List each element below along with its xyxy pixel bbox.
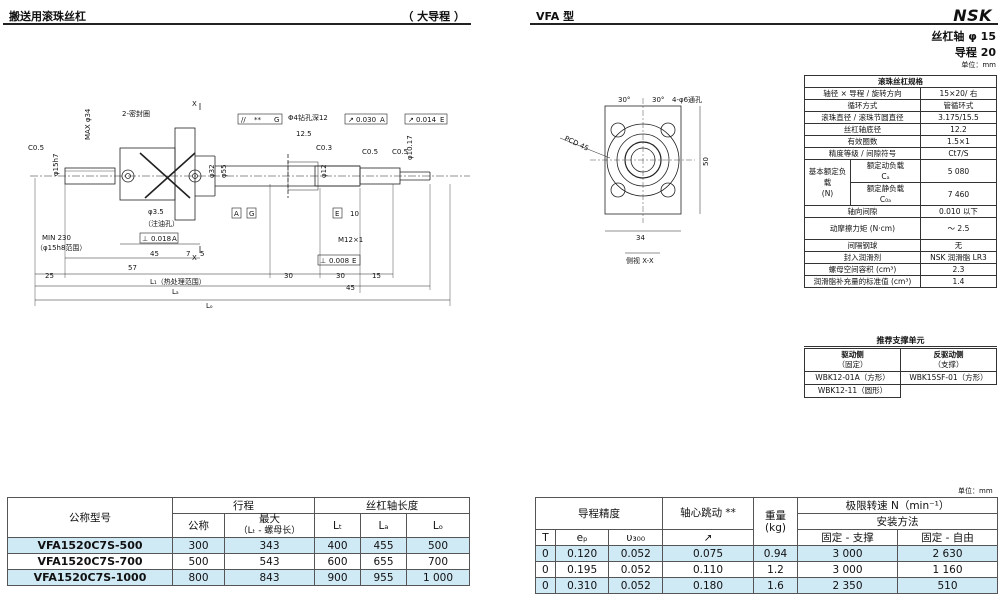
table-row: WBK12-01A（方形） WBK15SF-01（方形） xyxy=(804,371,997,385)
dim-label: 25 xyxy=(45,272,54,280)
angle-label: 30° xyxy=(618,96,630,104)
nsk-logo: NSK xyxy=(953,6,992,25)
table-row: VFA1520C7S-500 300 343 400 455 500 xyxy=(7,537,471,554)
dim-label: 12.5 xyxy=(296,130,312,138)
runout-icon: ↗ xyxy=(662,529,754,546)
table-row: 0 0.195 0.052 0.110 1.2 3 000 1 160 xyxy=(535,561,998,578)
oil-hole-dia: φ3.5 xyxy=(148,208,164,216)
gdt-symbol: ↗ xyxy=(408,116,414,124)
gdt-ref: G xyxy=(274,116,279,124)
table-row: 0 0.310 0.052 0.180 1.6 2 350 510 xyxy=(535,577,998,594)
dim-label: φ15h7 xyxy=(52,154,60,176)
thread-label: M12×1 xyxy=(338,236,363,244)
gdt-symbol: ⊥ xyxy=(320,257,326,265)
dim-label: Lₐ xyxy=(172,288,179,296)
dim-label: 7 xyxy=(186,250,190,258)
right-header-bar: VFA 型 NSK xyxy=(530,6,998,25)
table-row: VFA1520C7S-700 500 543 600 655 700 xyxy=(7,553,471,570)
angle-label: 30° xyxy=(652,96,664,104)
right-title: VFA 型 xyxy=(536,9,575,23)
dim-label: 10 xyxy=(350,210,359,218)
table-row: 润滑脂补充量的标准值 (cm³)1.4 xyxy=(804,275,998,288)
gdt-value: 0.008 xyxy=(329,257,349,265)
dim-label: Lₒ xyxy=(206,302,213,310)
dim-label: MIN 230 xyxy=(42,234,71,242)
dim-label: 15 xyxy=(372,272,381,280)
gdt-value: ** xyxy=(254,116,262,124)
dim-label: φ32 xyxy=(208,164,216,178)
dim-label: 57 xyxy=(128,264,137,272)
chamfer-label: C0.5 xyxy=(28,144,44,152)
gdt-symbol: ↗ xyxy=(348,116,354,124)
dim-label: L₁（热处理范围） xyxy=(150,277,206,286)
unit-label: 单位：mm xyxy=(961,61,996,69)
gdt-ref: E xyxy=(440,116,444,124)
shaft-diameter: 丝杠轴 φ 15 xyxy=(931,30,996,43)
table-row: 螺母空间容积 (cm³)2.3 xyxy=(804,263,998,276)
table-row: VFA1520C7S-1000 800 843 900 955 1 000 xyxy=(7,569,471,586)
ball-screw-drawing: 2-密封圈 C0.5 C0.3 C0.5 C0.5 X X // ** G Φ4… xyxy=(28,100,470,310)
chamfer-label: C0.5 xyxy=(392,148,408,156)
chamfer-label: C0.5 xyxy=(362,148,378,156)
table-row: 循环方式管循环式 xyxy=(804,99,998,112)
spec-title: 滚珠丝杠规格 xyxy=(804,75,997,88)
dim-label: 45 xyxy=(150,250,159,258)
section-mark: X xyxy=(192,100,197,108)
gdt-symbol: ⊥ xyxy=(142,235,148,243)
gdt-ref: A xyxy=(380,116,385,124)
gdt-value: 0.030 xyxy=(356,116,376,124)
dim-label: 30 xyxy=(336,272,345,280)
pcd-label: PCD 45 xyxy=(563,135,590,153)
holes-label: 4-φ6通孔 xyxy=(672,95,702,104)
performance-table: 导程精度 轴心跳动 ** 重量(kg) 极限转速 N（min⁻¹） 安装方法 T… xyxy=(534,497,998,594)
section-mark: X xyxy=(192,254,197,262)
table-row: WBK12-11（圆形） xyxy=(804,384,997,398)
datum-g: G xyxy=(249,210,254,218)
gdt-ref: E xyxy=(352,257,356,265)
gdt-symbol: // xyxy=(241,116,246,124)
view-label: 侧视 X-X xyxy=(626,256,654,265)
left-header-bar: 搬送用滚珠丝杠 （ 大导程 ） xyxy=(3,8,471,25)
gdt-ref: A xyxy=(172,235,177,243)
dim-label: 50 xyxy=(702,157,710,166)
dim-label: 30 xyxy=(284,272,293,280)
chamfer-label: C0.3 xyxy=(316,144,332,152)
left-note: （ 大导程 ） xyxy=(402,9,465,23)
datum-e: E xyxy=(335,210,339,218)
dim-label: φ10.17 xyxy=(406,135,414,160)
support-table: 驱动侧（固定） 反驱动侧（支撑） WBK12-01A（方形） WBK15SF-0… xyxy=(804,348,997,398)
dim-label: 5 xyxy=(200,250,204,258)
dim-label: φ55 xyxy=(220,164,228,178)
model-table: 公称型号 行程 丝杠轴长度 公称 最大（Lₜ - 螺母长） Lₜ Lₐ Lₒ V… xyxy=(7,497,471,586)
gdt-value: 0.014 xyxy=(416,116,437,124)
dim-label: 34 xyxy=(636,234,645,242)
lead-value: 导程 20 xyxy=(954,46,996,59)
seal-label: 2-密封圈 xyxy=(122,109,150,118)
dim-label: 45 xyxy=(346,284,355,292)
table-row: 间隔钢球无 xyxy=(804,239,998,252)
dim-label: （φ15h8范围） xyxy=(36,243,86,252)
oil-hole-label: （注油孔） xyxy=(144,219,179,228)
side-view-drawing: 30° 30° 4-φ6通孔 PCD 45 50 34 侧视 X-X xyxy=(560,95,710,265)
hole-label: Φ4钻孔深12 xyxy=(288,113,328,122)
left-title: 搬送用滚珠丝杠 xyxy=(9,9,86,23)
support-title: 推荐支撑单元 xyxy=(804,335,997,347)
gdt-value: 0.018 xyxy=(151,235,171,243)
unit-label: 单位：mm xyxy=(958,487,993,495)
dim-label: MAX φ34 xyxy=(84,108,92,140)
dim-label: φ12 xyxy=(320,164,328,178)
datum-a: A xyxy=(234,210,239,218)
table-row: 动摩擦力矩 (N·cm)～ 2.5 xyxy=(804,217,998,240)
table-row: 0 0.120 0.052 0.075 0.94 3 000 2 630 xyxy=(535,545,998,562)
